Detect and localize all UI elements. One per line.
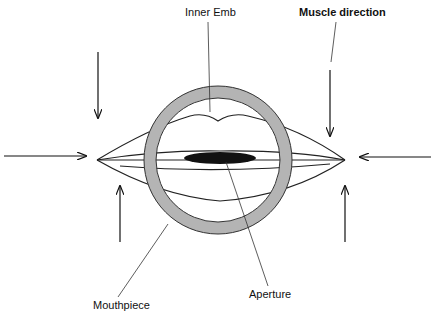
muscle-arrows <box>4 52 431 242</box>
leader-lines <box>118 22 336 297</box>
lips <box>97 115 345 201</box>
part-label: Aperture <box>248 288 292 300</box>
mouthpiece-ring <box>150 92 286 228</box>
part-label: Inner Emb <box>184 6 237 18</box>
mouthpiece-outer-edge <box>144 86 292 234</box>
part-label: Mouthpiece <box>92 299 151 311</box>
part-label: Muscle direction <box>298 6 387 18</box>
aperture-opening <box>184 152 256 164</box>
mouthpiece-inner-edge <box>156 98 280 222</box>
